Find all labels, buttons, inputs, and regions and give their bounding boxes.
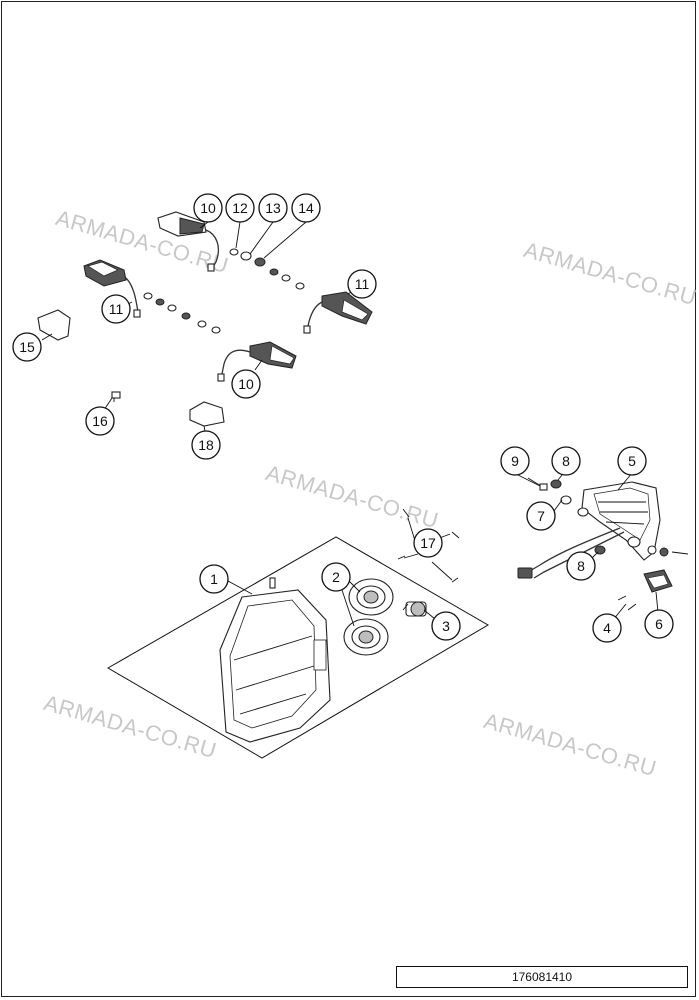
svg-text:12: 12 [232,200,248,216]
svg-text:11: 11 [355,276,370,292]
callout-4: 4 [592,613,622,643]
headlight-lamp-ring-upper [348,578,394,616]
callout-13: 13 [258,193,288,223]
bolt-9 [539,483,548,491]
svg-text:2: 2 [332,569,340,585]
washer [197,320,207,328]
svg-text:11: 11 [109,301,124,317]
nut [181,312,191,320]
svg-text:8: 8 [577,558,585,574]
callout-1: 1 [199,564,229,594]
callout-10-upper: 10 [193,193,223,223]
svg-text:4: 4 [603,620,611,636]
turn-signal-front-right [217,341,297,382]
nut [269,268,279,276]
washer [167,304,177,312]
washer [295,282,305,290]
license-light-wire [527,527,621,573]
washer-13 [240,251,252,261]
headlight-lamp-ring-lower [343,618,389,656]
wire-connector [517,567,533,579]
callout-9: 9 [500,446,530,476]
washer [211,326,221,334]
svg-text:3: 3 [442,618,450,634]
svg-text:10: 10 [238,376,254,392]
washer-7 [560,495,572,505]
callout-6: 6 [644,609,674,639]
cover-15 [37,309,71,341]
nut [155,298,165,306]
callout-5: 5 [617,446,647,476]
callout-8-upper: 8 [551,446,581,476]
bolt-16 [111,391,121,399]
svg-text:18: 18 [198,437,214,453]
svg-text:6: 6 [655,616,663,632]
callout-8-lower: 8 [566,551,596,581]
turn-signal-rear-left [83,259,141,318]
callout-16: 16 [85,406,115,436]
cover-18 [189,401,225,427]
svg-text:9: 9 [511,453,519,469]
callout-7: 7 [526,501,556,531]
svg-text:15: 15 [19,339,35,355]
svg-text:1: 1 [210,571,218,587]
nut-8-lower [594,545,606,555]
callout-11-right: 11 [347,269,377,299]
nut-14 [254,257,266,267]
license-light [643,569,673,593]
drawing-number-box: 176081410 [396,966,688,988]
callout-18: 18 [191,430,221,460]
callout-2: 2 [321,562,351,592]
washer [143,292,153,300]
svg-text:13: 13 [265,200,281,216]
license-plate-bracket [577,481,661,561]
turn-signal-rear-right [303,291,373,334]
svg-text:14: 14 [298,200,314,216]
washer-12 [229,248,239,256]
svg-text:10: 10 [200,200,216,216]
callout-10-lower: 10 [231,369,261,399]
callout-3: 3 [431,611,461,641]
callout-17: 17 [413,528,443,558]
svg-text:17: 17 [420,535,436,551]
callout-14: 14 [291,193,321,223]
nut-8-upper [550,479,562,489]
svg-text:7: 7 [537,508,545,524]
svg-text:16: 16 [92,413,108,429]
svg-text:5: 5 [628,453,636,469]
headlight-housing [219,577,331,743]
drawing-number: 176081410 [511,970,573,984]
svg-text:8: 8 [562,453,570,469]
headlight-bulb [402,601,427,617]
callout-15: 15 [12,332,42,362]
screws-17 [397,508,460,583]
washer [281,274,291,282]
nut-right [659,547,669,557]
callout-12: 12 [225,193,255,223]
washer-right [647,545,657,555]
callout-11-left: 11 [101,294,131,324]
screws-4 [617,595,637,611]
turn-signal-front-left [157,211,220,272]
headlight-assembly-frame [107,536,489,759]
